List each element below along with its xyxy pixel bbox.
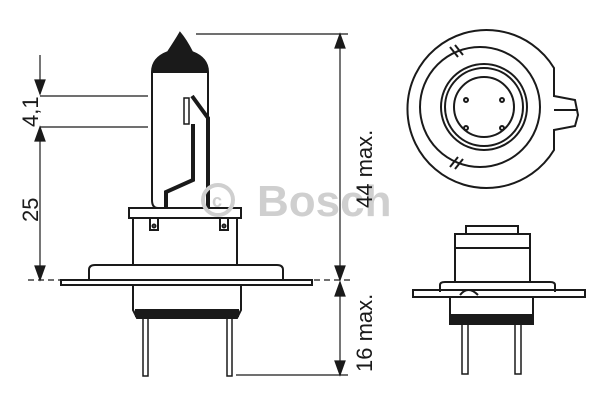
dim-label-overall-height: 44 max. — [352, 130, 377, 208]
dim-label-light-center: 25 — [18, 198, 43, 222]
bulb-base-view — [412, 225, 586, 375]
watermark-text: Bosch — [257, 177, 391, 226]
dim-label-filament-offset: 4,1 — [18, 96, 43, 127]
bosch-watermark: c Bosch — [201, 177, 391, 226]
bulb-side-view — [60, 31, 313, 377]
bulb-top-view — [406, 29, 580, 189]
svg-text:c: c — [212, 191, 222, 211]
dimension-lines-right — [196, 32, 350, 377]
dimension-lines-left — [28, 55, 148, 282]
dim-label-base-height: 16 max. — [352, 294, 377, 372]
